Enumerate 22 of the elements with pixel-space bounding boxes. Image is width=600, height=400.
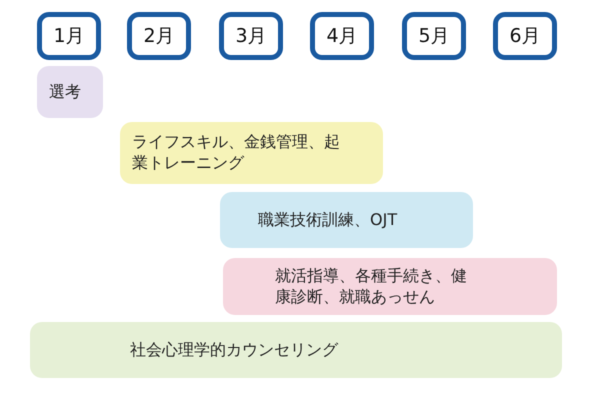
activity-bar: [220, 192, 473, 248]
activity-label: 就活指導、各種手続き、健康診断、就職あっせん: [275, 266, 467, 308]
month-box: [493, 12, 557, 60]
month-label: 3月: [235, 24, 267, 49]
activity-label: ライフスキル、金銭管理、起業トレーニング: [132, 132, 341, 174]
month-box: [402, 12, 466, 60]
month-box: [310, 12, 374, 60]
month-label: 5月: [418, 24, 450, 49]
month-label: 2月: [143, 24, 175, 49]
month-label: 6月: [509, 24, 541, 49]
month-label: 4月: [326, 24, 358, 49]
activity-label: 社会心理学的カウンセリング: [130, 340, 338, 360]
month-box: [37, 12, 101, 60]
activity-bar: [30, 322, 562, 378]
month-box: [219, 12, 283, 60]
month-box: [127, 12, 191, 60]
activity-bar: [120, 122, 383, 184]
month-label: 1月: [53, 24, 85, 49]
activity-label: 選考: [49, 82, 81, 102]
activity-bar: [37, 66, 103, 118]
activity-bar: [223, 258, 557, 315]
activity-label: 職業技術訓練、OJT: [258, 210, 398, 230]
